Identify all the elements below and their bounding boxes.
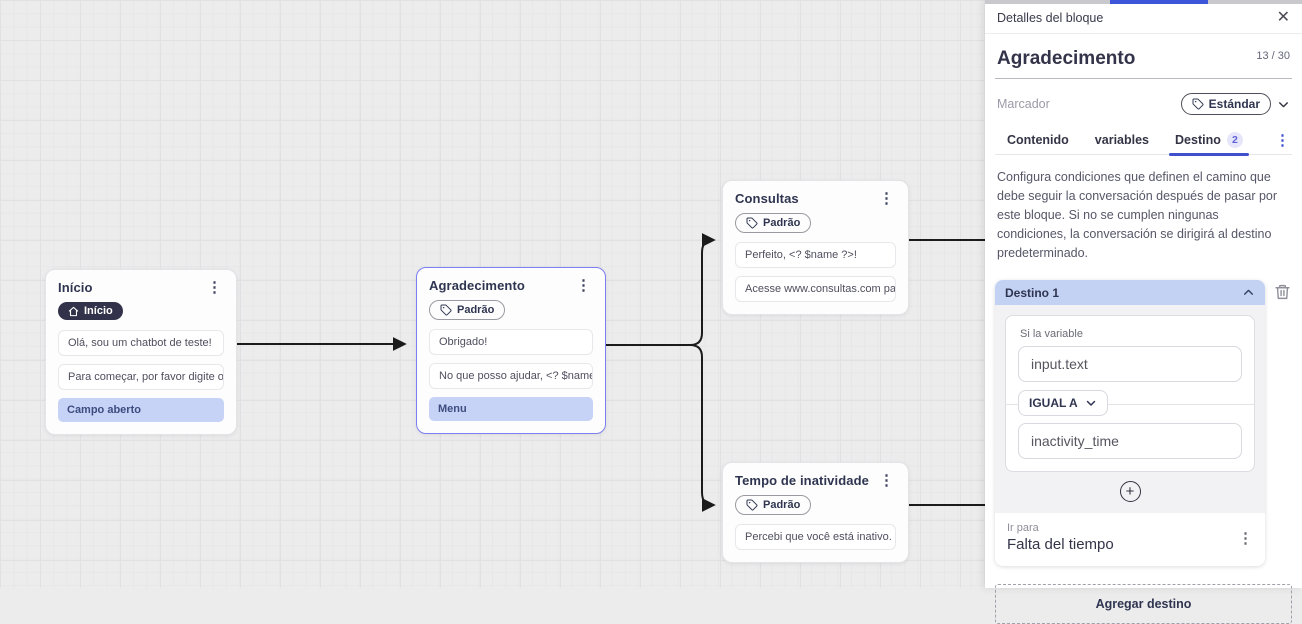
tag-icon <box>440 304 452 316</box>
marker-label: Marcador <box>997 97 1050 111</box>
badge-label: Padrão <box>763 217 800 229</box>
goto-value: Falta del tiempo <box>1007 536 1114 553</box>
tab-count-badge: 2 <box>1227 132 1243 148</box>
tab-variables[interactable]: variables <box>1095 125 1149 155</box>
badge-label: Padrão <box>763 499 800 511</box>
tag-icon <box>746 499 758 511</box>
tag-icon <box>746 217 758 229</box>
condition-variable-label: Si la variable <box>1020 328 1242 340</box>
panel-tabs: Contenido variables Destino 2 ⋮ <box>995 125 1292 155</box>
node-type-badge: Padrão <box>735 495 811 515</box>
option-chip[interactable]: Menu <box>429 397 593 421</box>
node-title: Início <box>58 280 93 295</box>
badge-label: Início <box>84 305 113 317</box>
block-name-field[interactable]: Agradecimento <box>997 48 1135 70</box>
top-progress-strip <box>985 0 1302 4</box>
kebab-menu-icon[interactable]: ⋮ <box>877 473 896 488</box>
kebab-menu-icon[interactable]: ⋮ <box>205 280 224 295</box>
operator-dropdown[interactable]: IGUAL A <box>1018 390 1108 416</box>
compare-value-input[interactable] <box>1018 423 1242 459</box>
node-title: Agradecimento <box>429 278 525 293</box>
node-type-badge: Padrão <box>429 300 505 320</box>
block-details-panel: Detalles del bloque ✕ Agradecimento 13 /… <box>985 0 1302 588</box>
message-bubble[interactable]: Olá, sou um chatbot de teste! <box>58 330 224 356</box>
kebab-menu-icon[interactable]: ⋮ <box>574 278 593 293</box>
add-destination-button[interactable]: Agregar destino <box>995 584 1292 624</box>
message-bubble[interactable]: No que posso ajudar, <? $name ... <box>429 363 593 389</box>
message-bubble[interactable]: Obrigado! <box>429 329 593 355</box>
condition-card: Si la variable IGUAL A <box>1005 315 1255 472</box>
node-title: Tempo de inatividade <box>735 473 869 488</box>
flow-node-consultas[interactable]: Consultas ⋮ Padrão Perfeito, <? $name ?>… <box>722 180 909 315</box>
marker-badge-label: Estándar <box>1209 97 1260 111</box>
flow-node-inicio[interactable]: Início ⋮ Início Olá, sou um chatbot de t… <box>45 269 237 435</box>
destination-card: Destino 1 Si la variable IGUAL A <box>995 280 1265 566</box>
message-bubble[interactable]: Percebi que você está inativo. C... <box>735 524 896 550</box>
tag-icon <box>1192 98 1204 110</box>
goto-row[interactable]: Ir para Falta del tiempo ⋮ <box>995 513 1265 566</box>
chevron-down-icon[interactable] <box>1277 98 1290 111</box>
destination-title: Destino 1 <box>1005 286 1059 300</box>
tab-contenido[interactable]: Contenido <box>1007 125 1069 155</box>
chevron-up-icon[interactable] <box>1242 286 1255 299</box>
top-strip-blue-segment <box>1110 0 1208 4</box>
node-type-badge: Padrão <box>735 213 811 233</box>
tab-destino[interactable]: Destino 2 <box>1175 125 1243 155</box>
chevron-down-icon <box>1085 397 1097 409</box>
destination-description: Configura condiciones que definen el cam… <box>997 168 1290 263</box>
badge-label: Padrão <box>457 304 494 316</box>
option-chip[interactable]: Campo aberto <box>58 398 224 422</box>
character-counter: 13 / 30 <box>1256 50 1290 62</box>
kebab-menu-icon[interactable]: ⋮ <box>1275 131 1290 149</box>
message-bubble[interactable]: Perfeito, <? $name ?>! <box>735 242 896 268</box>
home-icon <box>68 306 79 317</box>
close-icon[interactable]: ✕ <box>1277 10 1290 26</box>
variable-input[interactable] <box>1018 346 1242 382</box>
marker-badge-dropdown[interactable]: Estándar <box>1181 93 1271 115</box>
kebab-menu-icon[interactable]: ⋮ <box>877 191 896 206</box>
goto-label: Ir para <box>1007 522 1114 534</box>
destination-card-header[interactable]: Destino 1 <box>995 280 1265 305</box>
panel-title: Detalles del bloque <box>997 11 1103 25</box>
flow-node-tempo-inatividade[interactable]: Tempo de inatividade ⋮ Padrão Percebi qu… <box>722 462 909 563</box>
node-title: Consultas <box>735 191 799 206</box>
node-type-badge: Início <box>58 302 123 320</box>
message-bubble[interactable]: Acesse www.consultas.com par... <box>735 276 896 302</box>
kebab-menu-icon[interactable]: ⋮ <box>1238 529 1253 547</box>
add-condition-button[interactable]: + <box>1120 481 1141 502</box>
trash-icon[interactable] <box>1274 283 1291 301</box>
flow-node-agradecimento[interactable]: Agradecimento ⋮ Padrão Obrigado! No que … <box>416 267 606 434</box>
message-bubble[interactable]: Para começar, por favor digite o ... <box>58 364 224 390</box>
